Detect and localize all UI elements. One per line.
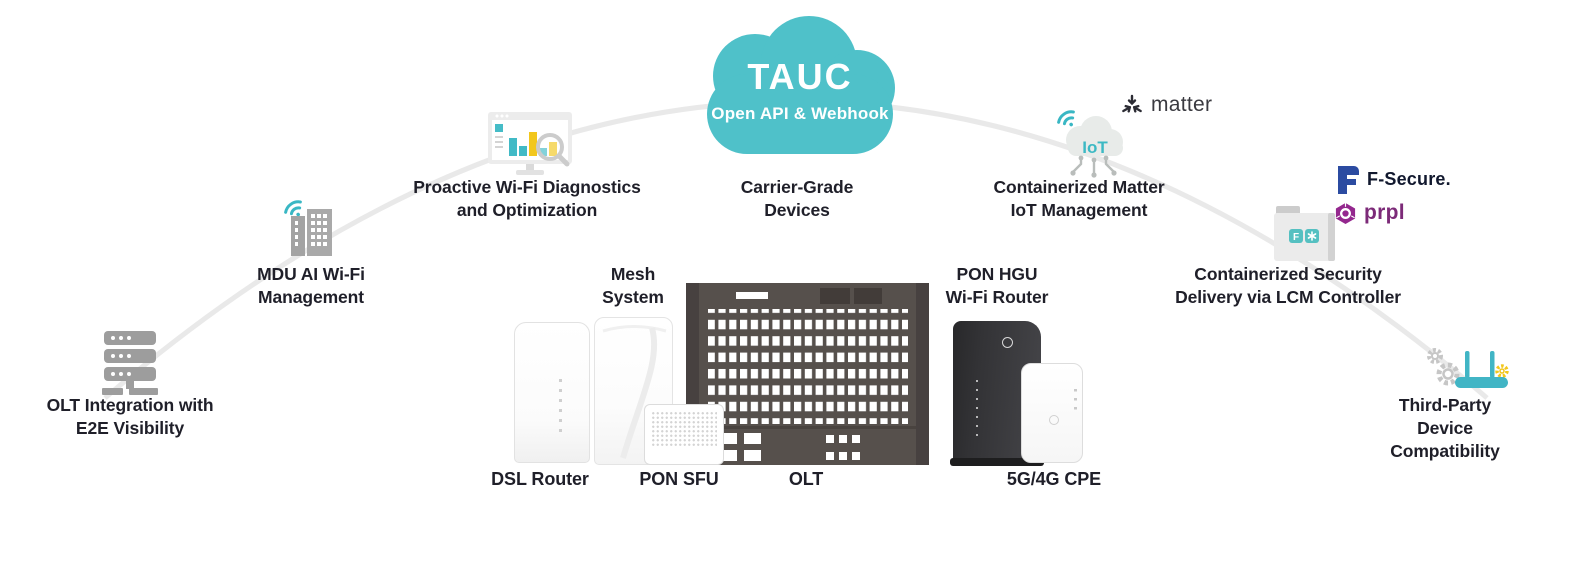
f-secure-logo: F-Secure. — [1337, 165, 1451, 194]
pon-sfu-vent-holes — [651, 411, 717, 447]
matter-logo: matter — [1120, 93, 1212, 117]
pon-hgu-led-strip — [975, 380, 978, 437]
label-cpe: 5G/4G CPE — [1006, 469, 1102, 489]
label-mdu-ai-wifi: MDU AI Wi-Fi Management — [257, 264, 365, 307]
security-folder-icon: F — [1274, 206, 1335, 261]
tp-link-logo — [1049, 414, 1059, 425]
cloud-title: TAUC — [747, 56, 853, 97]
tauc-cloud: TAUC Open API & Webhook — [697, 16, 903, 158]
label-third-party: Third-Party Device Compatibility — [1390, 395, 1500, 461]
label-dsl-router: DSL Router — [491, 469, 589, 489]
tp-link-logo — [1002, 336, 1014, 348]
matter-logo-text: matter — [1151, 93, 1213, 116]
router-gears-icon — [1427, 348, 1509, 388]
pon-sfu-device — [644, 404, 724, 465]
label-mesh-system: Mesh System — [602, 264, 664, 307]
mesh-swoosh — [602, 325, 667, 459]
prpl-logo-text: prpl — [1364, 201, 1405, 224]
label-containerized-security: Containerized Security Delivery via LCM … — [1175, 264, 1401, 307]
cpe-device — [1021, 363, 1083, 463]
label-carrier-grade-devices: Carrier-Grade Devices — [740, 177, 854, 220]
cpe-led-dots — [1074, 389, 1077, 412]
matter-icon — [1122, 94, 1142, 113]
fsecure-badge-letter: F — [1293, 232, 1299, 243]
monitor-diagnostics-icon — [488, 112, 572, 175]
label-pon-hgu: PON HGU Wi-Fi Router — [945, 264, 1049, 307]
server-icon — [102, 331, 158, 395]
pon-hgu-base — [950, 458, 1044, 466]
cloud-subtitle: Open API & Webhook — [711, 104, 889, 123]
building-wifi-icon — [284, 200, 332, 256]
f-secure-logo-text: F-Secure. — [1367, 169, 1451, 189]
cloud-shape — [707, 16, 895, 154]
iot-cloud-icon: IoT — [1057, 110, 1123, 178]
dsl-router-led-strip — [559, 378, 563, 437]
dsl-router-device — [514, 322, 590, 463]
gear-icon — [1427, 348, 1509, 386]
iot-icon-text: IoT — [1082, 138, 1108, 157]
f-secure-icon — [1338, 166, 1359, 194]
olt-rack-device — [686, 283, 929, 465]
prpl-logo: prpl — [1334, 201, 1405, 225]
prpl-icon — [1335, 202, 1356, 224]
label-olt: OLT — [788, 469, 824, 489]
label-pon-sfu: PON SFU — [639, 469, 719, 489]
label-matter-iot: Containerized Matter IoT Management — [993, 177, 1165, 220]
label-olt-integration: OLT Integration with E2E Visibility — [46, 395, 214, 438]
label-wifi-diagnostics: Proactive Wi-Fi Diagnostics and Optimiza… — [413, 177, 641, 220]
